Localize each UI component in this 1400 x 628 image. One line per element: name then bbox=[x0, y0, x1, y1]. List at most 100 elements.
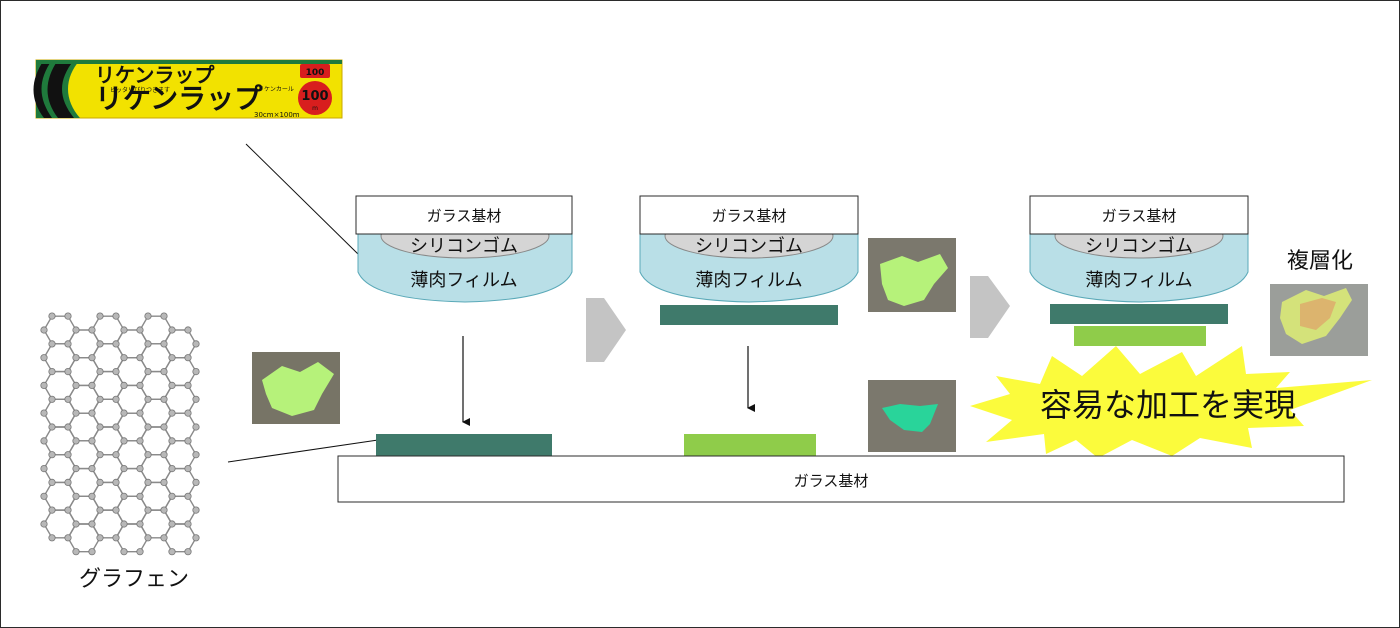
lattice-atom bbox=[112, 478, 120, 486]
glass-substrate-bottom bbox=[337, 455, 1345, 503]
lattice-atom bbox=[160, 478, 168, 486]
easy-processing-label: 容易な加工を実現 bbox=[1040, 386, 1296, 424]
length-badge-number: 100 bbox=[301, 89, 328, 104]
lattice-atom bbox=[168, 354, 176, 362]
graphene-layer-dark-3 bbox=[1050, 304, 1228, 324]
lattice-atom bbox=[72, 464, 80, 473]
lattice-atom bbox=[88, 520, 96, 528]
lattice-atom bbox=[72, 548, 80, 556]
lattice-atom bbox=[120, 354, 128, 362]
multilayer-photo bbox=[1270, 284, 1368, 356]
lattice-atom bbox=[192, 423, 200, 431]
lattice-atom bbox=[168, 437, 176, 445]
lattice-atom bbox=[64, 534, 72, 542]
lattice-atom bbox=[192, 367, 200, 376]
lattice-atom bbox=[168, 492, 176, 500]
lattice-atom bbox=[160, 534, 168, 542]
lattice-atom bbox=[88, 326, 96, 334]
lattice-atom bbox=[48, 340, 56, 348]
lattice-atom bbox=[160, 312, 168, 320]
graphene-layer-on-stamp-2 bbox=[660, 305, 838, 325]
lattice-atom bbox=[40, 381, 48, 389]
lattice-atom bbox=[96, 478, 104, 486]
lattice-atom bbox=[88, 548, 96, 556]
lattice-atom bbox=[168, 326, 176, 334]
lattice-atom bbox=[112, 423, 120, 431]
lattice-atom bbox=[144, 478, 152, 486]
product-name-top: リケンラップ bbox=[95, 63, 215, 87]
lattice-atom bbox=[88, 492, 96, 500]
glass-label-3: ガラス基材 bbox=[1102, 207, 1177, 225]
lattice-atom bbox=[40, 520, 48, 528]
lattice-atom bbox=[96, 506, 104, 514]
lattice-atom bbox=[144, 534, 152, 542]
lattice-atom bbox=[48, 478, 56, 486]
lattice-hexagon bbox=[163, 384, 197, 414]
lattice-atom bbox=[184, 548, 192, 556]
film-label-2: 薄肉フィルム bbox=[695, 270, 802, 291]
lattice-atom bbox=[72, 381, 80, 389]
glass-substrate-2 bbox=[639, 195, 859, 235]
lattice-atom bbox=[120, 409, 128, 417]
lattice-atom bbox=[120, 437, 128, 445]
lattice-atom bbox=[168, 409, 176, 417]
lattice-atom bbox=[160, 451, 168, 459]
product-size: 30cm×100m bbox=[254, 111, 300, 119]
lattice-atom bbox=[88, 464, 96, 473]
lattice-atom bbox=[192, 451, 200, 459]
lattice-atom bbox=[136, 326, 144, 334]
lattice-atom bbox=[136, 548, 144, 556]
lattice-atom bbox=[136, 437, 144, 445]
lattice-atom bbox=[144, 312, 152, 320]
lattice-atom bbox=[184, 326, 192, 334]
lattice-hexagon bbox=[163, 357, 197, 387]
lattice-hexagon bbox=[163, 329, 197, 359]
lattice-atom bbox=[64, 312, 72, 320]
lattice-atom bbox=[184, 464, 192, 473]
lattice-atom bbox=[144, 506, 152, 514]
lattice-atom bbox=[48, 506, 56, 514]
lattice-atom bbox=[168, 548, 176, 556]
lattice-atom bbox=[72, 437, 80, 445]
lattice-atom bbox=[64, 451, 72, 459]
right-chevron-arrow-icon bbox=[586, 298, 626, 362]
lattice-atom bbox=[144, 423, 152, 431]
lattice-atom bbox=[120, 548, 128, 556]
rubber-label-3: シリコンゴム bbox=[1085, 236, 1193, 257]
lattice-atom bbox=[144, 395, 152, 403]
wrap-product-box: リケンラップ リケンラップ ピッタリぴりつきます 30cm×100m 100 m… bbox=[33, 59, 343, 119]
lattice-atom bbox=[72, 354, 80, 362]
length-badge-unit: m bbox=[312, 105, 318, 112]
lattice-atom bbox=[168, 464, 176, 473]
lattice-atom bbox=[184, 520, 192, 528]
starburst-icon bbox=[970, 346, 1372, 458]
flake-photo-2 bbox=[868, 238, 956, 312]
lattice-atom bbox=[112, 534, 120, 542]
lattice-atom bbox=[96, 340, 104, 348]
lattice-hexagon bbox=[163, 440, 197, 470]
lattice-atom bbox=[192, 506, 200, 514]
lattice-atom bbox=[64, 340, 72, 348]
lattice-atom bbox=[112, 395, 120, 403]
lattice-atom bbox=[64, 506, 72, 514]
film-label-3: 薄肉フィルム bbox=[1085, 270, 1192, 291]
lattice-hexagon bbox=[163, 523, 197, 553]
lattice-atom bbox=[88, 354, 96, 362]
lattice-atom bbox=[120, 464, 128, 473]
lattice-atom bbox=[160, 423, 168, 431]
lattice-atom bbox=[96, 367, 104, 376]
lattice-atom bbox=[64, 367, 72, 376]
lattice-atom bbox=[136, 520, 144, 528]
lattice-atom bbox=[112, 451, 120, 459]
right-chevron-arrow-icon bbox=[970, 276, 1010, 338]
stamp-1: ガラス基材 シリコンゴム 薄肉フィルム bbox=[355, 195, 573, 303]
lattice-atom bbox=[48, 534, 56, 542]
lattice-hexagon bbox=[163, 412, 197, 442]
lattice-atom bbox=[160, 506, 168, 514]
lattice-atom bbox=[40, 354, 48, 362]
lattice-atom bbox=[40, 437, 48, 445]
lattice-hexagon bbox=[163, 495, 197, 525]
svg-text:100: 100 bbox=[306, 68, 325, 78]
